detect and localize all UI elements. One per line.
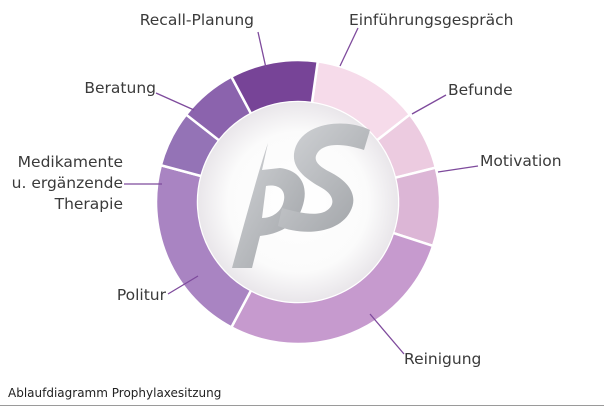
stage-label-motivation: Motivation xyxy=(480,152,562,170)
leader-line-einfuehrung xyxy=(339,27,359,67)
stage-label-line: Beratung xyxy=(84,79,156,97)
ps-logo-p xyxy=(232,143,305,268)
stage-label-recall: Recall-Planung xyxy=(140,11,254,29)
stage-label-line: Politur xyxy=(117,286,167,304)
stage-label-reinigung: Reinigung xyxy=(404,350,481,368)
stage-label-politur: Politur xyxy=(117,286,167,304)
stage-label-line: Motivation xyxy=(480,152,562,170)
caption-rule xyxy=(0,405,604,406)
leader-line-reinigung xyxy=(369,313,405,355)
leader-line-beratung xyxy=(155,92,195,111)
stage-label-line: Befunde xyxy=(448,81,513,99)
leader-line-befunde xyxy=(411,94,447,115)
stage-label-line: Einführungsgespräch xyxy=(349,11,513,29)
ps-logo-s xyxy=(278,123,370,232)
cycle-ring xyxy=(154,58,442,346)
leader-line-recall xyxy=(257,31,267,69)
stage-labels: EinführungsgesprächBefundeMotivationRein… xyxy=(12,11,562,368)
stage-label-befunde: Befunde xyxy=(448,81,513,99)
figure-caption: Ablaufdiagramm Prophylaxesitzung xyxy=(8,386,222,400)
stage-label-einfuehrung: Einführungsgespräch xyxy=(349,11,513,29)
leader-line-politur xyxy=(167,275,199,295)
stage-label-line: Reinigung xyxy=(404,350,481,368)
stage-label-line: Recall-Planung xyxy=(140,11,254,29)
leader-lines xyxy=(124,27,479,355)
ps-logo xyxy=(232,123,370,268)
stage-label-line: Therapie xyxy=(54,195,123,213)
stage-label-line: Medikamente xyxy=(18,153,123,171)
stage-label-line: u. ergänzende xyxy=(12,174,123,192)
leader-line-motivation xyxy=(437,165,479,173)
stage-label-beratung: Beratung xyxy=(84,79,156,97)
